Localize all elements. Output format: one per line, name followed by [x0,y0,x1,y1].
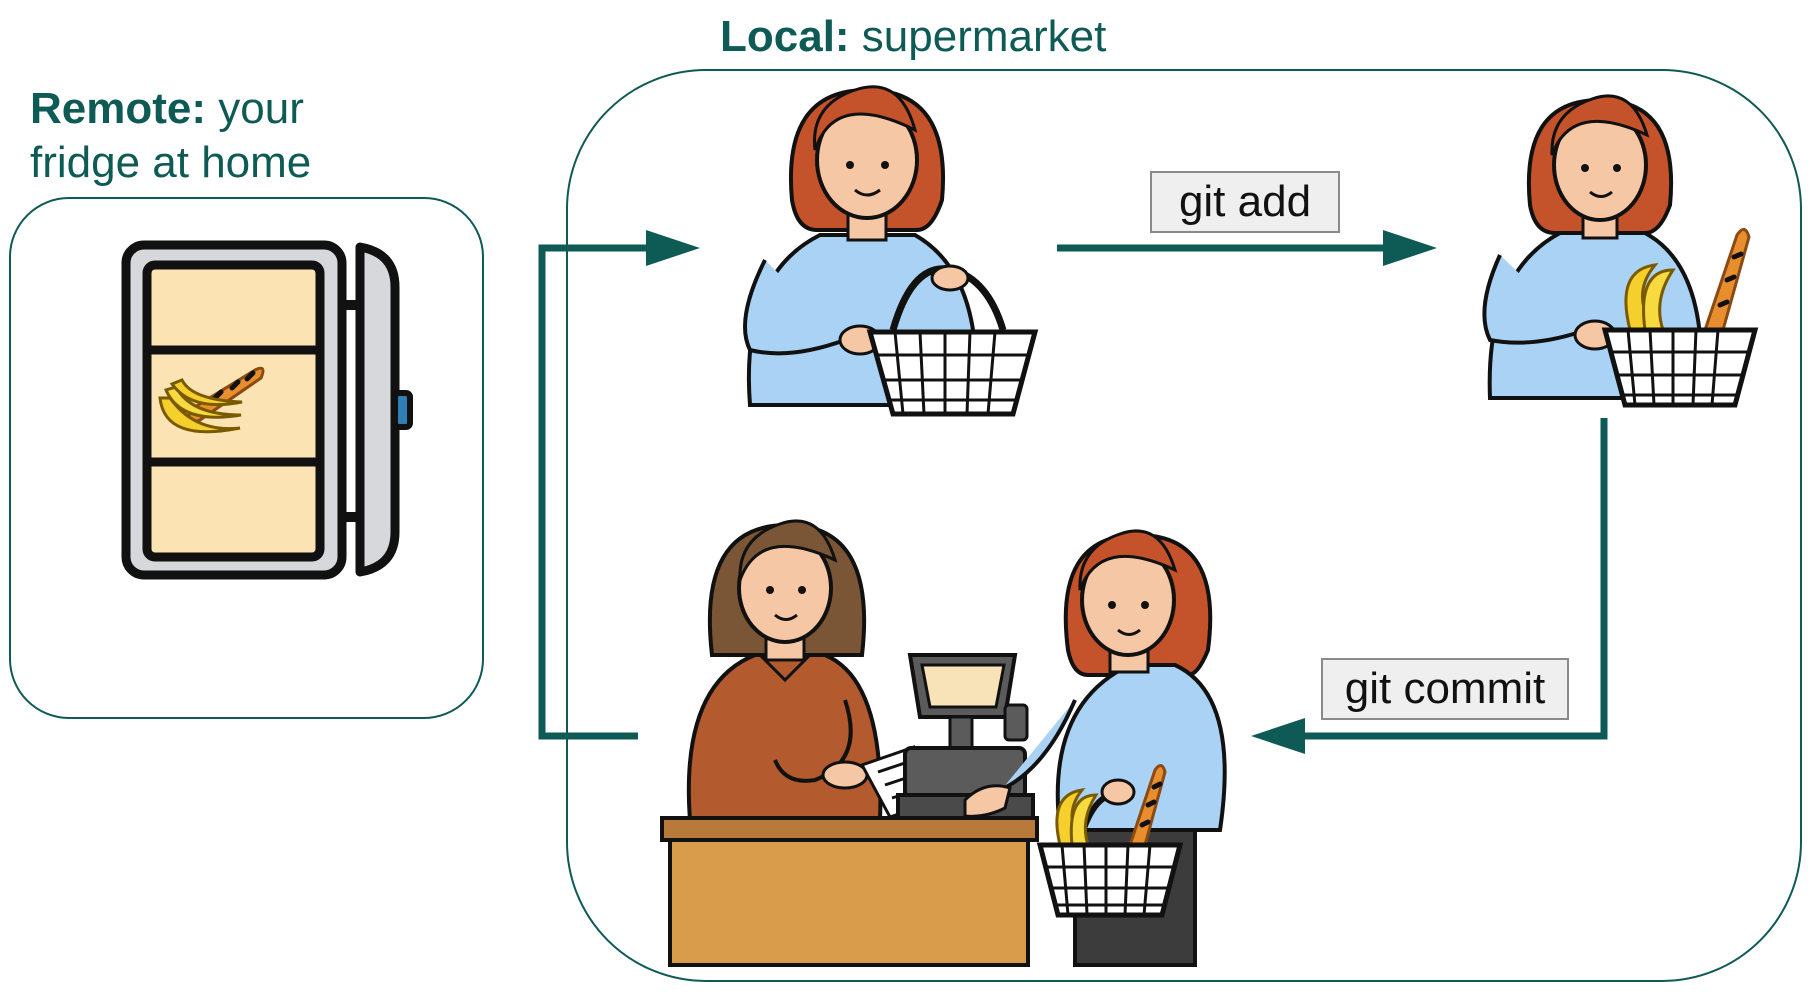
local-label-bold: Local: [720,12,850,61]
arrow-return-loop [538,244,660,740]
arrow-head-loop [646,230,700,266]
banana-icon [158,378,243,434]
arrow-head-commit [1251,718,1305,754]
remote-panel [9,197,484,719]
banana-icon [1055,787,1099,847]
cash-register-icon [896,653,1035,822]
local-panel [566,69,1802,982]
banana-icon [1624,263,1676,332]
basket-icon [1601,228,1759,408]
counter-icon [660,816,1039,967]
remote-label: Remote: your fridge at home [30,82,311,190]
cashier-icon [686,519,883,822]
arrow-head-add [1383,230,1437,266]
baguette-icon [1702,228,1751,332]
basket-icon [1036,764,1184,918]
basket-icon [866,264,1039,417]
remote-label-rest: your [206,84,304,133]
remote-label-line2: fridge at home [30,138,312,187]
remote-label-bold: Remote: [30,84,207,133]
fridge-icon [121,240,413,580]
baguette-icon [1127,764,1167,847]
flow-arrows [538,244,1608,740]
local-label: Local: supermarket [720,10,1106,64]
git-commit-label: git commit [1321,658,1569,720]
git-add-label: git add [1150,171,1340,233]
local-label-rest: supermarket [849,12,1107,61]
arrow-git-commit [1295,418,1608,740]
